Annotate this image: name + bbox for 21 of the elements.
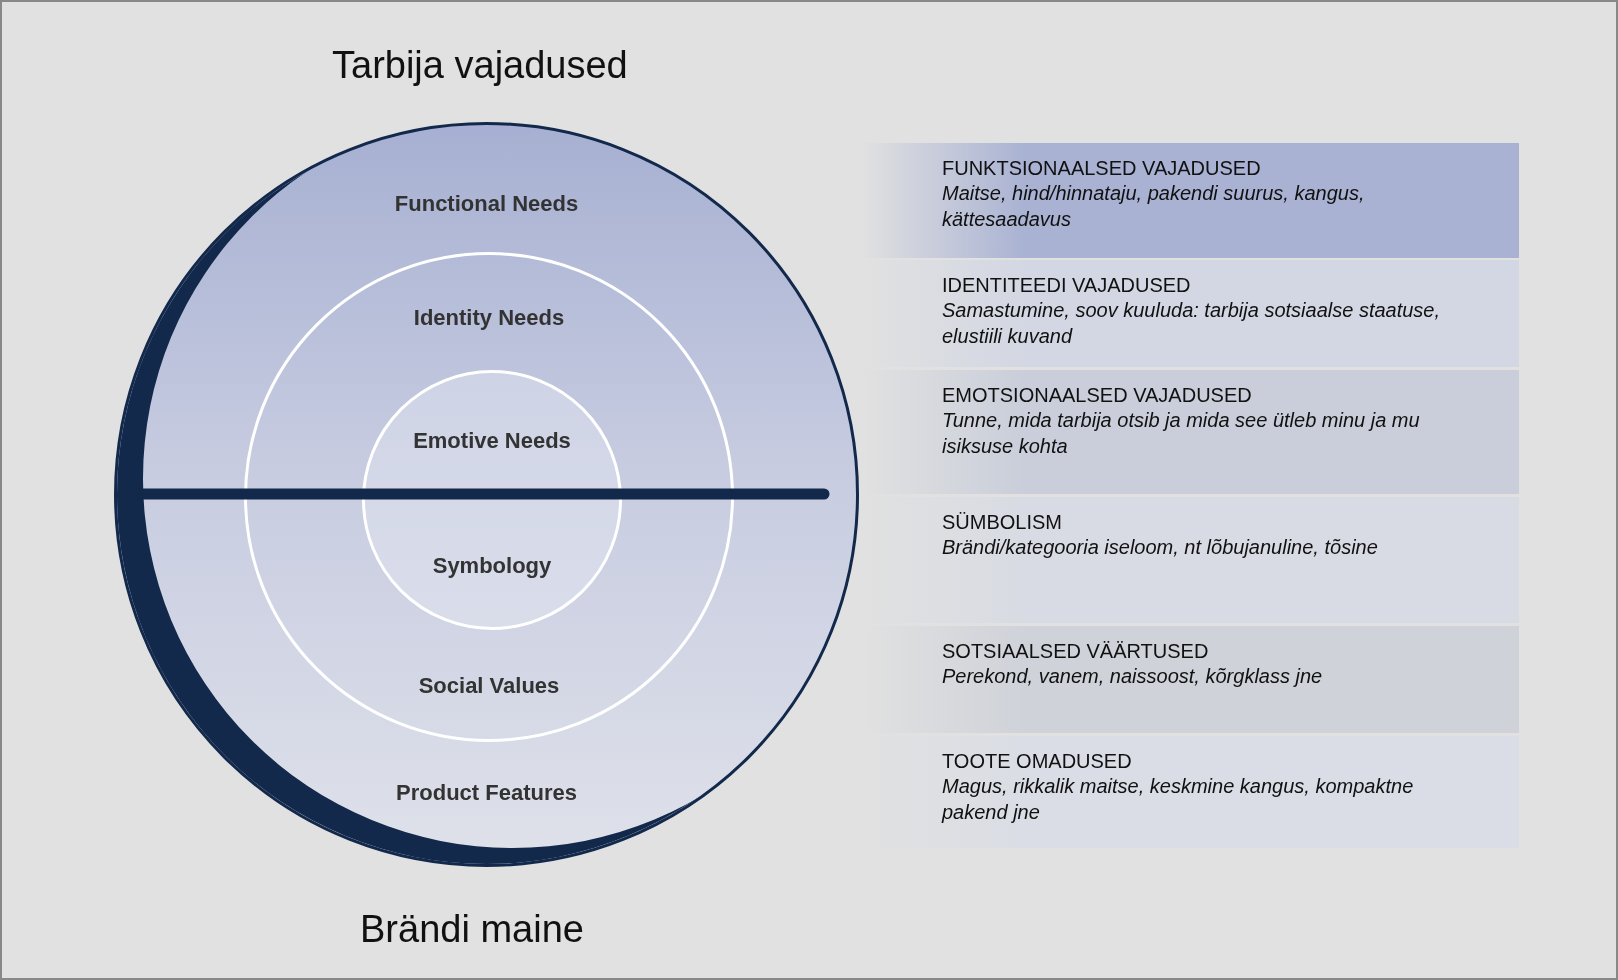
circle-label: Symbology bbox=[431, 553, 553, 579]
band-heading: TOOTE OMADUSED bbox=[942, 750, 1133, 773]
circle-label: Social Values bbox=[417, 673, 561, 699]
title: Tarbija vajadused bbox=[332, 44, 628, 87]
caption: Brändi maine bbox=[360, 908, 584, 951]
circle bbox=[244, 252, 734, 742]
band-description: Brändi/kategooria iseloom, nt lõbujanuline, tõsine bbox=[942, 535, 1379, 560]
band-heading: EMOTSIONAALSED VAJADUSED bbox=[942, 384, 1253, 407]
band-description: Tunne, mida tarbija otsib ja mida see ütleb minu ja mu isiksuse kohta bbox=[942, 408, 1421, 459]
circle-label: Functional Needs bbox=[393, 191, 580, 217]
band-description: Magus, rikkalik maitse, keskmine kangus, kompaktne pakend jne bbox=[942, 774, 1415, 825]
band-heading: FUNKTSIONAALSED VAJADUSED bbox=[942, 157, 1262, 180]
band-heading: SOTSIAALSED VÄÄRTUSED bbox=[942, 640, 1210, 663]
circle-label: Emotive Needs bbox=[412, 428, 572, 454]
band-description: Perekond, vanem, naissoost, kõrgklass jne bbox=[942, 664, 1324, 689]
band-heading: IDENTITEEDI VAJADUSED bbox=[942, 274, 1192, 297]
band-heading: SÜMBOLISM bbox=[942, 511, 1064, 534]
circle-label: Identity Needs bbox=[412, 305, 566, 331]
band-description: Maitse, hind/hinnataju, pakendi suurus, kangus, kättesaadavus bbox=[942, 181, 1366, 232]
band-description: Samastumine, soov kuuluda: tarbija sotsiaalse staatuse, elustiili kuvand bbox=[942, 298, 1442, 349]
circle-label: Product Features bbox=[395, 780, 578, 806]
